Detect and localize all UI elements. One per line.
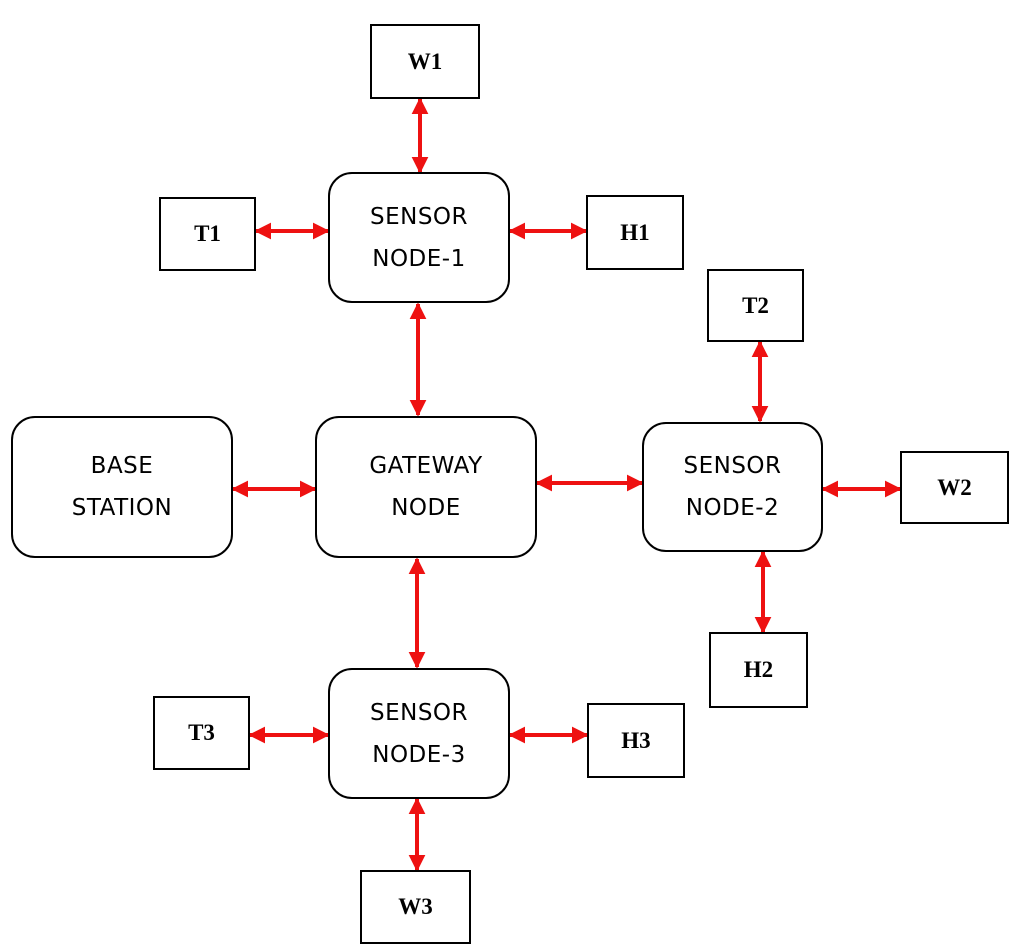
sensor-box-t3-label: T3 — [188, 720, 215, 745]
sensor-box-h1-label: H1 — [620, 219, 650, 245]
sensor-box-h3-label: H3 — [621, 727, 651, 753]
sensor-box-w3-label: W3 — [398, 894, 433, 919]
sensor-box-t2-label: T2 — [742, 292, 769, 318]
sensor-box-w3: W3 — [360, 870, 471, 944]
sensor-box-h2: H2 — [709, 632, 808, 708]
gateway-node: GATEWAY NODE — [315, 416, 537, 558]
gateway-label-line2: NODE — [391, 495, 461, 521]
sensor-box-t3: T3 — [153, 696, 250, 770]
sensor-box-w2-label: W2 — [937, 474, 972, 500]
sensor-node-1: SENSOR NODE-1 — [328, 172, 510, 303]
sensor-node-2: SENSOR NODE-2 — [642, 422, 823, 552]
base-station-label-line2: STATION — [71, 495, 173, 521]
base-station-node: BASE STATION — [11, 416, 233, 558]
sensor-node-3-label-line1: SENSOR — [369, 699, 469, 726]
sensor-box-t1-label: T1 — [194, 221, 221, 246]
sensor-node-1-label-line2: NODE-1 — [372, 245, 466, 272]
sensor-box-w1: W1 — [370, 24, 480, 99]
sensor-node-3: SENSOR NODE-3 — [328, 668, 510, 799]
sensor-box-t2: T2 — [707, 269, 804, 342]
sensor-node-2-label-line2: NODE-2 — [685, 495, 780, 521]
sensor-node-3-label-line2: NODE-3 — [372, 741, 466, 768]
sensor-node-2-label-line1: SENSOR — [683, 453, 782, 479]
sensor-box-t1: T1 — [159, 197, 256, 271]
sensor-box-w2: W2 — [900, 451, 1009, 524]
sensor-box-h1: H1 — [586, 195, 684, 270]
base-station-label-line1: BASE — [90, 453, 154, 479]
sensor-node-1-label-line1: SENSOR — [369, 203, 469, 230]
gateway-label-line1: GATEWAY — [369, 453, 483, 479]
sensor-box-h2-label: H2 — [743, 657, 774, 682]
sensor-box-h3: H3 — [587, 703, 685, 778]
sensor-box-w1-label: W1 — [407, 48, 443, 74]
